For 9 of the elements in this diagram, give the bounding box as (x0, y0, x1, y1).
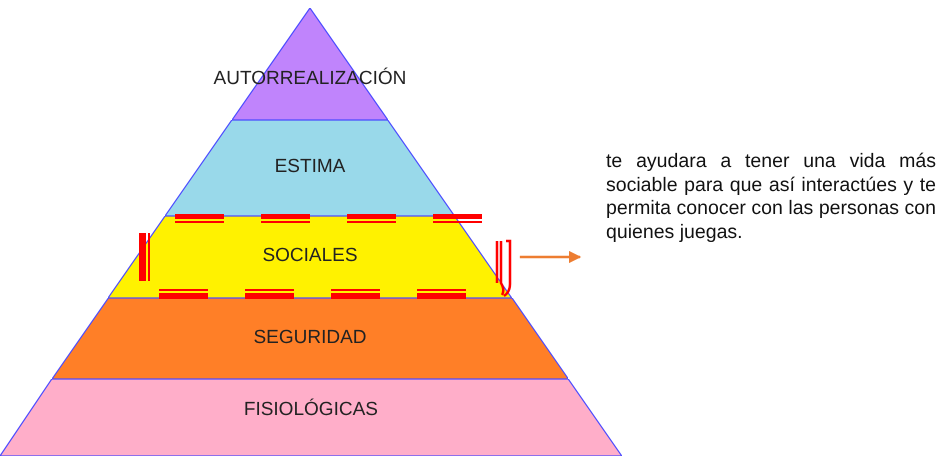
level-label: SOCIALES (262, 245, 358, 267)
arrow (520, 250, 582, 264)
level-label: SEGURIDAD (254, 326, 366, 348)
pyramid-level (0, 379, 622, 456)
level-label: FISIOLÓGICAS (244, 399, 378, 422)
pyramid-level (165, 120, 455, 216)
description-text: te ayudara a tener una vida más sociable para que así interactúes y te permita conocer con las personas con quienes juegas. (606, 150, 936, 244)
level-label: ESTIMA (274, 156, 346, 178)
pyramid-level (52, 298, 568, 379)
